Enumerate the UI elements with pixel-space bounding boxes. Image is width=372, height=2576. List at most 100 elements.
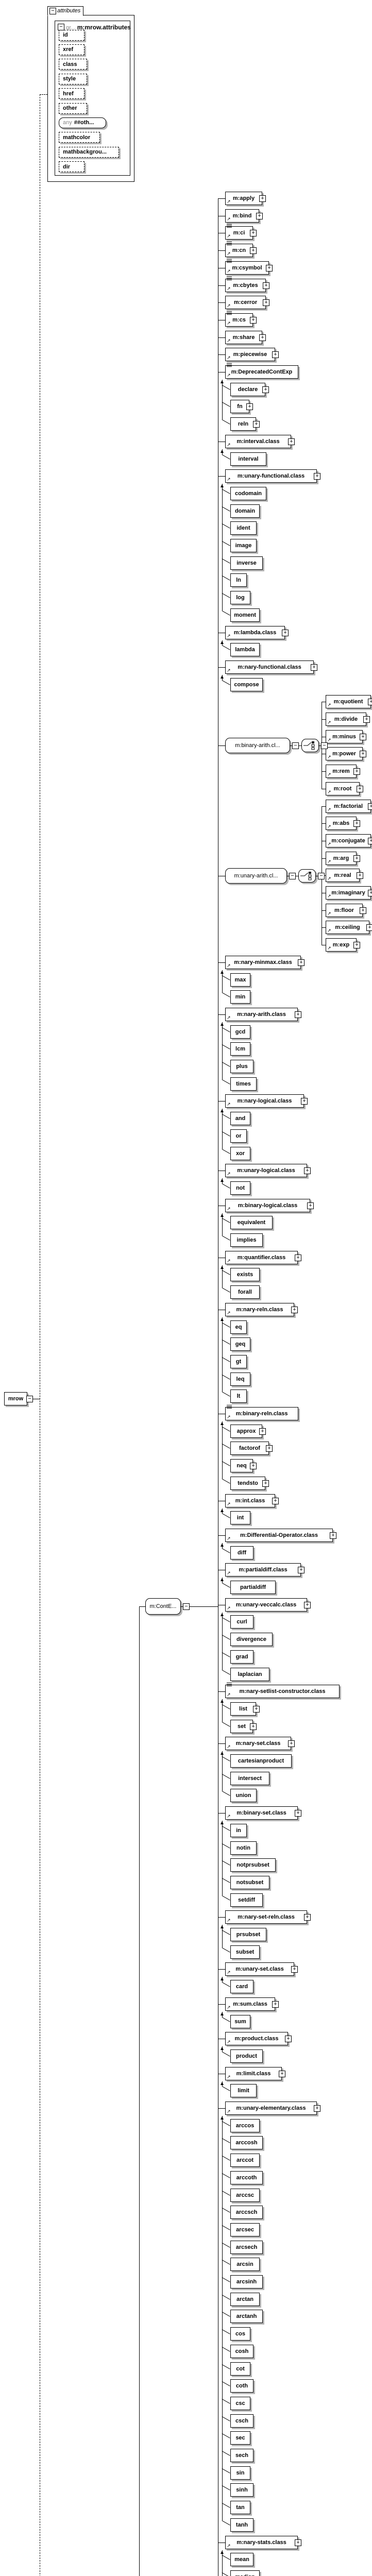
expand-icon[interactable]: + (253, 421, 260, 428)
element-box-gt[interactable]: gt (230, 1355, 247, 1368)
expand-icon[interactable]: + (272, 351, 279, 358)
element-box-m-unary-functional-class[interactable]: m:unary-functional.class↗ (225, 469, 317, 483)
expand-icon[interactable]: + (250, 230, 257, 236)
element-box-fn[interactable]: fn (230, 400, 249, 413)
collapse-icon[interactable]: − (292, 742, 299, 749)
element-box-arctan[interactable]: arctan (230, 2293, 260, 2306)
element-box-lt[interactable]: lt (230, 1389, 247, 1403)
group-node-m-unary-arith-cl-[interactable]: m:unary-arith.cl... (225, 868, 287, 884)
attribute-box-class[interactable]: class (59, 59, 87, 70)
expand-icon[interactable]: + (330, 1532, 336, 1539)
element-box-eq[interactable]: eq (230, 1320, 247, 1334)
expand-icon[interactable]: + (285, 2036, 292, 2042)
element-box-m-deprecatedcontexp[interactable]: m:DeprecatedContExp↗ (225, 363, 298, 379)
collapse-icon[interactable]: − (289, 873, 296, 879)
expand-icon[interactable]: + (295, 1255, 301, 1261)
expand-icon[interactable]: + (368, 890, 372, 896)
element-box-m-sum-class[interactable]: m:sum.class↗ (225, 1997, 275, 2011)
element-box-m-binary-set-class[interactable]: m:binary-set.class↗ (225, 1806, 298, 1820)
element-box-plus[interactable]: plus (230, 1060, 253, 1073)
element-box-m-divide[interactable]: m:divide↗ (326, 713, 366, 726)
collapse-icon[interactable]: − (321, 742, 328, 749)
attribute-box-mathcolor[interactable]: mathcolor (59, 132, 100, 143)
group-node-m-binary-arith-cl-[interactable]: m:binary-arith.cl... (225, 738, 290, 753)
element-box-implies[interactable]: implies (230, 1233, 263, 1247)
element-box-arccoth[interactable]: arccoth (230, 2171, 263, 2184)
element-box-list[interactable]: list (230, 1702, 256, 1716)
expand-icon[interactable]: + (307, 1202, 314, 1209)
expand-icon[interactable]: + (263, 299, 269, 306)
element-box-limit[interactable]: limit (230, 2084, 257, 2097)
element-box-m-floor[interactable]: m:floor↗ (326, 904, 363, 917)
element-box-interval[interactable]: interval (230, 452, 266, 466)
element-box-notsubset[interactable]: notsubset (230, 1876, 269, 1889)
attribute-box--oth-[interactable]: any##oth... (59, 117, 106, 128)
element-box-arccosh[interactable]: arccosh (230, 2136, 263, 2149)
element-box-laplacian[interactable]: laplacian (230, 1668, 269, 1681)
element-box-lcm[interactable]: lcm (230, 1042, 250, 1056)
element-box-card[interactable]: card (230, 1980, 253, 1993)
element-box-m-abs[interactable]: m:abs↗ (326, 817, 357, 830)
expand-icon[interactable]: + (259, 195, 266, 202)
expand-icon[interactable]: + (353, 820, 360, 827)
element-box-m-unary-set-class[interactable]: m:unary-set.class↗ (225, 1962, 294, 1976)
element-box-exists[interactable]: exists (230, 1268, 260, 1281)
element-box-reln[interactable]: reln (230, 417, 256, 431)
element-box-m-interval-class[interactable]: m:interval.class↗ (225, 435, 291, 448)
attribute-box-xref[interactable]: xref (59, 44, 84, 55)
element-box-coth[interactable]: coth (230, 2379, 253, 2393)
element-box-or[interactable]: or (230, 1129, 247, 1143)
element-box-m-cn[interactable]: m:cn↗ (225, 242, 253, 257)
expand-icon[interactable]: + (253, 1706, 260, 1713)
element-box-ident[interactable]: ident (230, 521, 257, 535)
element-box-ln[interactable]: ln (230, 573, 247, 587)
element-box-tendsto[interactable]: tendsto (230, 1477, 265, 1490)
element-box-m-apply[interactable]: m:apply↗ (225, 192, 262, 205)
element-box-m-ceiling[interactable]: m:ceiling↗ (326, 921, 369, 934)
expand-icon[interactable]: + (262, 386, 269, 393)
element-box-min[interactable]: min (230, 990, 250, 1004)
element-box-not[interactable]: not (230, 1181, 250, 1195)
expand-icon[interactable]: + (246, 403, 253, 410)
element-box-m-quotient[interactable]: m:quotient↗ (326, 695, 371, 708)
element-box-m-rem[interactable]: m:rem↗ (326, 765, 357, 778)
expand-icon[interactable]: + (363, 716, 370, 723)
expand-icon[interactable]: + (256, 213, 263, 219)
element-box-median[interactable]: median (230, 2570, 260, 2576)
element-box-cartesianproduct[interactable]: cartesianproduct (230, 1754, 292, 1768)
element-box-max[interactable]: max (230, 973, 250, 987)
element-box-leq[interactable]: leq (230, 1372, 250, 1386)
expand-icon[interactable]: + (304, 1602, 311, 1608)
element-box-approx[interactable]: approx (230, 1425, 262, 1438)
element-box-mrow[interactable]: mrow (4, 1392, 27, 1405)
element-box-moment[interactable]: moment (230, 608, 260, 622)
choice-compositor[interactable] (298, 869, 316, 883)
element-box-m-nary-arith-class[interactable]: m:nary-arith.class↗ (225, 1008, 298, 1021)
element-box-mean[interactable]: mean (230, 2553, 253, 2566)
expand-icon[interactable]: + (301, 1098, 308, 1105)
element-box-m-quantifier-class[interactable]: m:quantifier.class↗ (225, 1251, 298, 1264)
expand-icon[interactable]: + (272, 2001, 279, 2008)
element-box-grad[interactable]: grad (230, 1650, 253, 1664)
element-box-cos[interactable]: cos (230, 2327, 250, 2341)
attribute-box-style[interactable]: style (59, 73, 87, 84)
expand-icon[interactable]: + (353, 942, 360, 948)
element-box-m-binary-reln-class[interactable]: m:binary-reln.class↗ (225, 1405, 298, 1420)
element-box-curl[interactable]: curl (230, 1615, 253, 1629)
element-box-log[interactable]: log (230, 591, 250, 604)
expand-icon[interactable]: + (368, 838, 372, 844)
element-box-factorof[interactable]: factorof (230, 1442, 269, 1455)
element-box-m-nary-set-reln-class[interactable]: m:nary-set-reln.class↗ (225, 1910, 307, 1924)
expand-icon[interactable]: + (360, 734, 366, 740)
expand-icon[interactable]: + (295, 1011, 301, 1018)
element-box-m-piecewise[interactable]: m:piecewise↗ (225, 348, 275, 361)
element-box-int[interactable]: int (230, 1511, 250, 1524)
expand-icon[interactable]: + (311, 664, 317, 671)
expand-icon[interactable]: + (295, 2539, 301, 2546)
element-box-m-conjugate[interactable]: m:conjugate↗ (326, 834, 371, 848)
attributes-tab[interactable]: attributes (47, 6, 83, 16)
expand-icon[interactable]: + (266, 265, 273, 272)
element-box-geq[interactable]: geq (230, 1337, 250, 1351)
expand-icon[interactable]: + (295, 1810, 301, 1817)
element-box-compose[interactable]: compose (230, 678, 263, 691)
